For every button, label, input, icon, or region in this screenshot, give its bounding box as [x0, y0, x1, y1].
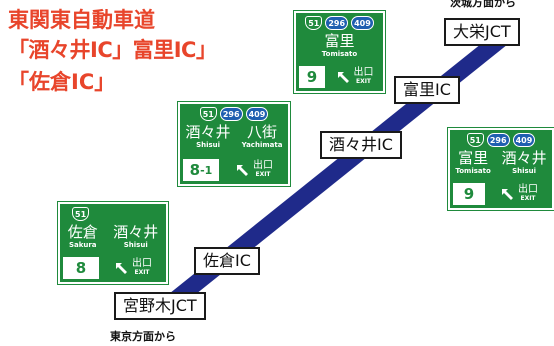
exit-sign-tomisato-top: 51 296 409 富里 Tomisato 9 出口 EXIT — [293, 10, 386, 94]
route-shield-icon: 51 — [199, 107, 217, 121]
page-title-line3: 「佐倉IC」 — [8, 70, 116, 94]
interchange-miyanogi-jct: 宮野木JCT — [114, 292, 206, 320]
route-shield-icon: 51 — [466, 133, 484, 147]
exit-number: 8-1 — [183, 159, 219, 181]
route-shield-icon: 296 — [219, 107, 243, 121]
direction-label-bottom: 東京方面から — [110, 330, 176, 343]
exit-label: 出口 EXIT — [518, 184, 538, 203]
exit-label: 出口 EXIT — [253, 160, 273, 179]
exit-arrow-icon — [237, 165, 248, 176]
route-shield-icon: 409 — [512, 133, 536, 147]
exit-label: 出口 EXIT — [132, 258, 152, 277]
page-title-line2: 「酒々井IC」富里IC」 — [8, 38, 217, 62]
sign-destination: 八街 Yachimata — [241, 123, 283, 150]
route-shield-icon: 51 — [72, 207, 90, 221]
exit-arrow-icon — [116, 263, 127, 274]
exit-number: 8 — [63, 257, 99, 279]
interchange-sakura-ic: 佐倉IC — [194, 247, 260, 275]
sign-destination: 富里 Tomisato — [321, 32, 358, 59]
sign-destination: 佐倉 Sakura — [67, 223, 98, 250]
exit-arrow-icon — [502, 189, 513, 200]
route-shield-icon: 296 — [325, 16, 349, 30]
sign-destination: 酒々井 Shisui — [185, 123, 231, 150]
direction-label-top: 茨城方面から — [450, 0, 516, 9]
sign-destination: 富里 Tomisato — [455, 149, 491, 176]
interchange-tomisato-ic: 富里IC — [394, 76, 460, 104]
exit-sign-sakura: 51 佐倉 Sakura 酒々井 Shisui 8 出口 EXIT — [57, 201, 169, 285]
route-shield-icon: 296 — [486, 133, 510, 147]
exit-arrow-icon — [337, 72, 349, 83]
interchange-daiei-jct: 大栄JCT — [444, 18, 520, 46]
exit-number: 9 — [453, 183, 485, 205]
sign-destination: 酒々井 Shisui — [113, 223, 159, 250]
route-shield-icon: 409 — [351, 16, 374, 30]
exit-number: 9 — [299, 66, 325, 88]
exit-label: 出口 EXIT — [353, 67, 374, 86]
route-shield-icon: 409 — [245, 107, 269, 121]
page-title-line1: 東関東自動車道 — [8, 8, 155, 32]
exit-sign-tomisato-right: 51 296 409 富里 Tomisato 酒々井 Shisui 9 出口 E… — [447, 127, 554, 211]
sign-destination: 酒々井 Shisui — [501, 149, 547, 176]
exit-sign-shisui: 51 296 409 酒々井 Shisui 八街 Yachimata 8-1 出… — [177, 101, 291, 187]
route-shield-icon: 51 — [305, 16, 323, 30]
interchange-shisui-ic: 酒々井IC — [320, 131, 402, 159]
